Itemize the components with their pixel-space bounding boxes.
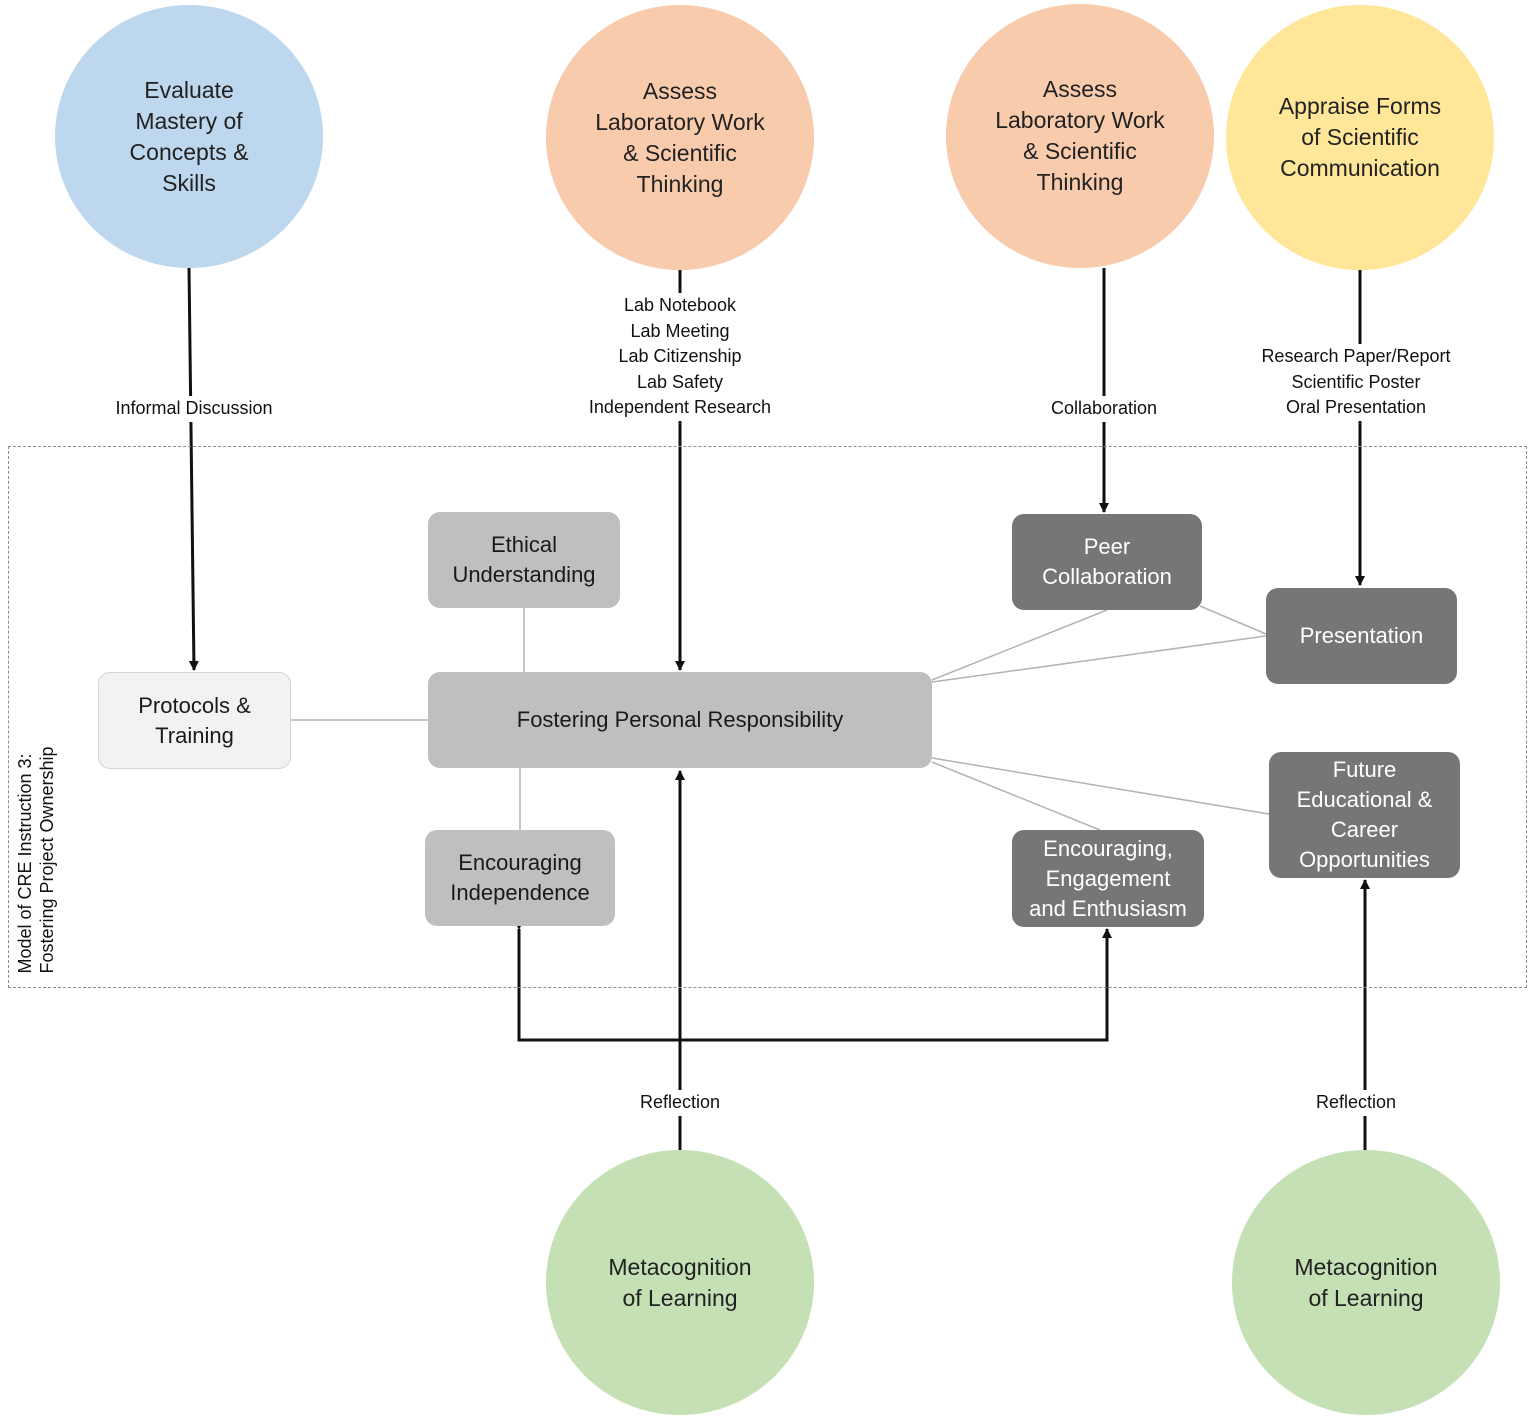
reflection-label-1: Reflection	[625, 1090, 735, 1116]
circle-text-line: Skills	[162, 169, 216, 196]
engagement-enthusiasm-box: Encouraging, Engagement and Enthusiasm	[1012, 830, 1204, 927]
assess-lab-work-circle-2: Assess Laboratory Work & Scientific Thin…	[946, 4, 1214, 268]
label-text-line: Lab Citizenship	[618, 346, 742, 366]
label-text-line: Lab Notebook	[623, 295, 737, 315]
box-text-line: Engagement	[1045, 865, 1171, 891]
label-text-line: Reflection	[1315, 1092, 1397, 1112]
label-text-line: Lab Safety	[636, 371, 724, 392]
circle-text-line: Assess	[642, 77, 718, 104]
metacognition-circle-1: Metacognition of Learning	[546, 1150, 814, 1415]
arrow-evaluate-protocols	[187, 267, 199, 671]
circle-text-line: Thinking	[1036, 169, 1124, 195]
box-text-line: Independence	[450, 880, 590, 905]
circle-text-line: Metacognition	[608, 1253, 752, 1280]
frame-title: Model of CRE Instruction 3: Fostering Pr…	[14, 746, 58, 973]
circle-text-line: of Scientific	[1301, 124, 1419, 150]
protocols-training-box: Protocols & Training	[98, 672, 291, 769]
circle-text-line: Mastery of	[135, 107, 243, 134]
box-text-line: Understanding	[452, 562, 596, 587]
box-text-line: and Enthusiasm	[1029, 895, 1187, 921]
collaboration-label: Collaboration	[1039, 396, 1169, 422]
box-text-line: Career	[1330, 817, 1399, 842]
label-text-line: Informal Discussion	[115, 398, 273, 418]
box-text-line: Future	[1332, 757, 1397, 782]
circle-text-line: Laboratory Work	[595, 108, 765, 135]
label-text-line: Scientific Poster	[1291, 371, 1421, 392]
appraise-communication-circle: Appraise Forms of Scientific Communicati…	[1226, 5, 1494, 270]
peer-collaboration-box: Peer Collaboration	[1012, 514, 1202, 610]
ownership-model-frame	[8, 446, 1527, 988]
fostering-responsibility-box: Fostering Personal Responsibility	[428, 672, 932, 768]
presentation-box: Presentation	[1266, 588, 1457, 684]
circle-text-line: Metacognition	[1294, 1253, 1438, 1280]
circle-text-line: Assess	[1042, 76, 1118, 102]
box-text-line: Protocols &	[138, 692, 251, 718]
frame-title-line-2: Fostering Project Ownership	[37, 746, 57, 974]
metacognition-circle-2: Metacognition of Learning	[1232, 1150, 1500, 1415]
label-text-line: Oral Presentation	[1285, 397, 1427, 417]
link-fostering-engagement	[931, 761, 1101, 831]
circle-text-line: of Learning	[1308, 1284, 1424, 1311]
box-text-line: Encouraging,	[1043, 835, 1173, 861]
frame-title-line-1: Model of CRE Instruction 3:	[15, 753, 35, 974]
circle-text-line: Communication	[1280, 155, 1440, 181]
box-text-line: Ethical	[490, 532, 558, 557]
circle-text-line: Evaluate	[144, 76, 234, 103]
box-text-line: Peer	[1083, 534, 1131, 559]
link-fostering-peer	[931, 609, 1108, 681]
circle-text-line: & Scientific	[623, 139, 737, 166]
box-text-line: Collaboration	[1042, 564, 1172, 589]
box-text-line: Fostering Personal Responsibility	[516, 707, 844, 732]
reflection-label-2: Reflection	[1304, 1090, 1408, 1116]
encouraging-independence-box: Encouraging Independence	[425, 830, 615, 926]
communication-forms-label: Research Paper/Report Scientific Poster …	[1250, 344, 1462, 421]
informal-discussion-label: Informal Discussion	[104, 396, 284, 422]
future-opportunities-box: Future Educational & Career Opportunitie…	[1269, 752, 1460, 878]
circle-text-line: Concepts &	[129, 138, 249, 165]
link-peer-presentation	[1199, 605, 1267, 635]
label-text-line: Reflection	[639, 1092, 721, 1112]
label-text-line: Collaboration	[1050, 398, 1158, 418]
box-text-line: Educational &	[1296, 787, 1433, 812]
ethical-understanding-box: Ethical Understanding	[428, 512, 620, 608]
circle-text-line: Laboratory Work	[995, 107, 1165, 133]
arrow-branch-connector	[514, 920, 1112, 1042]
label-text-line: Lab Meeting	[630, 320, 730, 341]
box-text-line: Presentation	[1299, 623, 1424, 648]
evaluate-mastery-circle: Evaluate Mastery of Concepts & Skills	[55, 5, 323, 268]
circle-text-line: Appraise Forms	[1278, 93, 1442, 119]
box-text-line: Training	[155, 722, 234, 748]
link-fostering-future	[931, 757, 1270, 815]
assess-lab-work-circle-1: Assess Laboratory Work & Scientific Thin…	[546, 5, 814, 270]
box-text-line: Encouraging	[458, 850, 582, 875]
lab-assessment-label: Lab Notebook Lab Meeting Lab Citizenship…	[575, 293, 785, 421]
circle-text-line: of Learning	[622, 1284, 738, 1311]
label-text-line: Independent Research	[588, 397, 772, 417]
box-text-line: Opportunities	[1299, 847, 1430, 872]
circle-text-line: Thinking	[636, 170, 724, 197]
label-text-line: Research Paper/Report	[1261, 346, 1451, 366]
link-fostering-presentation	[931, 635, 1267, 683]
circle-text-line: & Scientific	[1023, 138, 1137, 164]
